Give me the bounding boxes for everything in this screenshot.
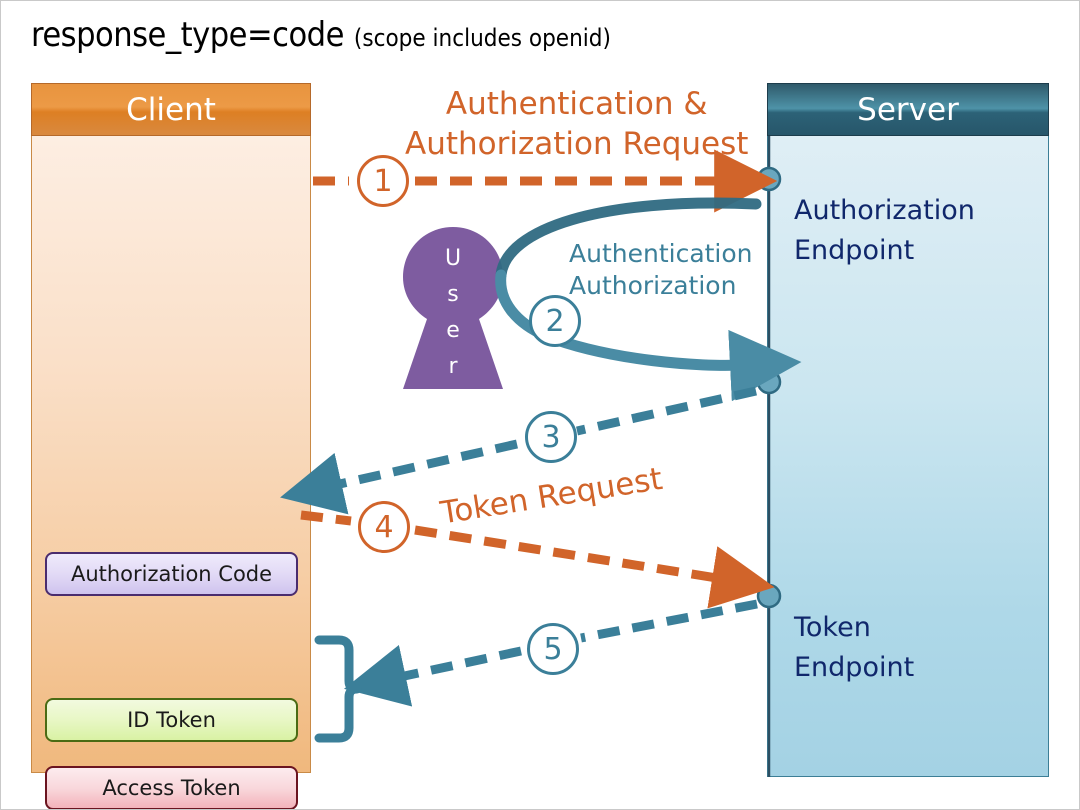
server-panel-header: Server [767, 83, 1049, 136]
client-header-label: Client [126, 91, 216, 128]
token-endpoint-label: Token Endpoint [794, 608, 914, 688]
step-marker-1: 1 [357, 155, 409, 207]
authorization-code-label: Authorization Code [70, 562, 273, 586]
client-panel-header: Client [31, 83, 311, 136]
id-token-label: ID Token [127, 708, 216, 732]
client-panel: Client Authorization Code ID Token Acces… [31, 83, 311, 809]
user-letter-3: r [448, 354, 458, 379]
server-panel-body: Authorization Endpoint Token Endpoint [767, 136, 1049, 777]
step-marker-3: 3 [525, 411, 577, 463]
authorization-endpoint-label: Authorization Endpoint [794, 191, 975, 271]
flow-1-label-line2: Authorization Request [405, 126, 749, 162]
authorization-endpoint-line1: Authorization [794, 195, 975, 226]
step-marker-4: 4 [358, 501, 410, 553]
id-token-box: ID Token [45, 698, 298, 742]
flow-1-label: Authentication & Authorization Request [405, 84, 748, 164]
flow-2-label: Authentication Authorization [569, 238, 753, 302]
client-panel-body: Authorization Code ID Token Access Token [31, 136, 311, 809]
step-marker-5: 5 [527, 623, 579, 675]
access-token-label: Access Token [102, 776, 241, 800]
token-endpoint-line1: Token [794, 612, 871, 643]
user-letter-0: U [444, 246, 462, 271]
step-marker-2: 2 [529, 295, 581, 347]
title-sub-text: (scope includes openid) [353, 24, 611, 52]
user-label: U s e r [399, 241, 507, 385]
user-keyhole-icon [403, 227, 503, 389]
authorization-code-box: Authorization Code [45, 552, 298, 596]
flow-4-label: Token Request [438, 460, 665, 532]
access-token-box: Access Token [45, 766, 298, 809]
token-endpoint-line2: Endpoint [794, 652, 915, 683]
title-main-text: response_type=code [31, 15, 344, 55]
user-letter-2: e [446, 318, 460, 343]
flow-2-label-line1: Authentication [569, 239, 753, 268]
authorization-endpoint-line2: Endpoint [794, 235, 915, 266]
page-title: response_type=code (scope includes openi… [31, 15, 611, 55]
user-letter-1: s [447, 282, 459, 307]
server-panel: Server Authorization Endpoint Token Endp… [767, 83, 1049, 777]
token-group-brace [314, 635, 362, 743]
server-header-label: Server [857, 91, 959, 128]
flow-2-label-line2: Authorization [569, 271, 737, 300]
flow-1-label-line1: Authentication & [445, 86, 708, 122]
